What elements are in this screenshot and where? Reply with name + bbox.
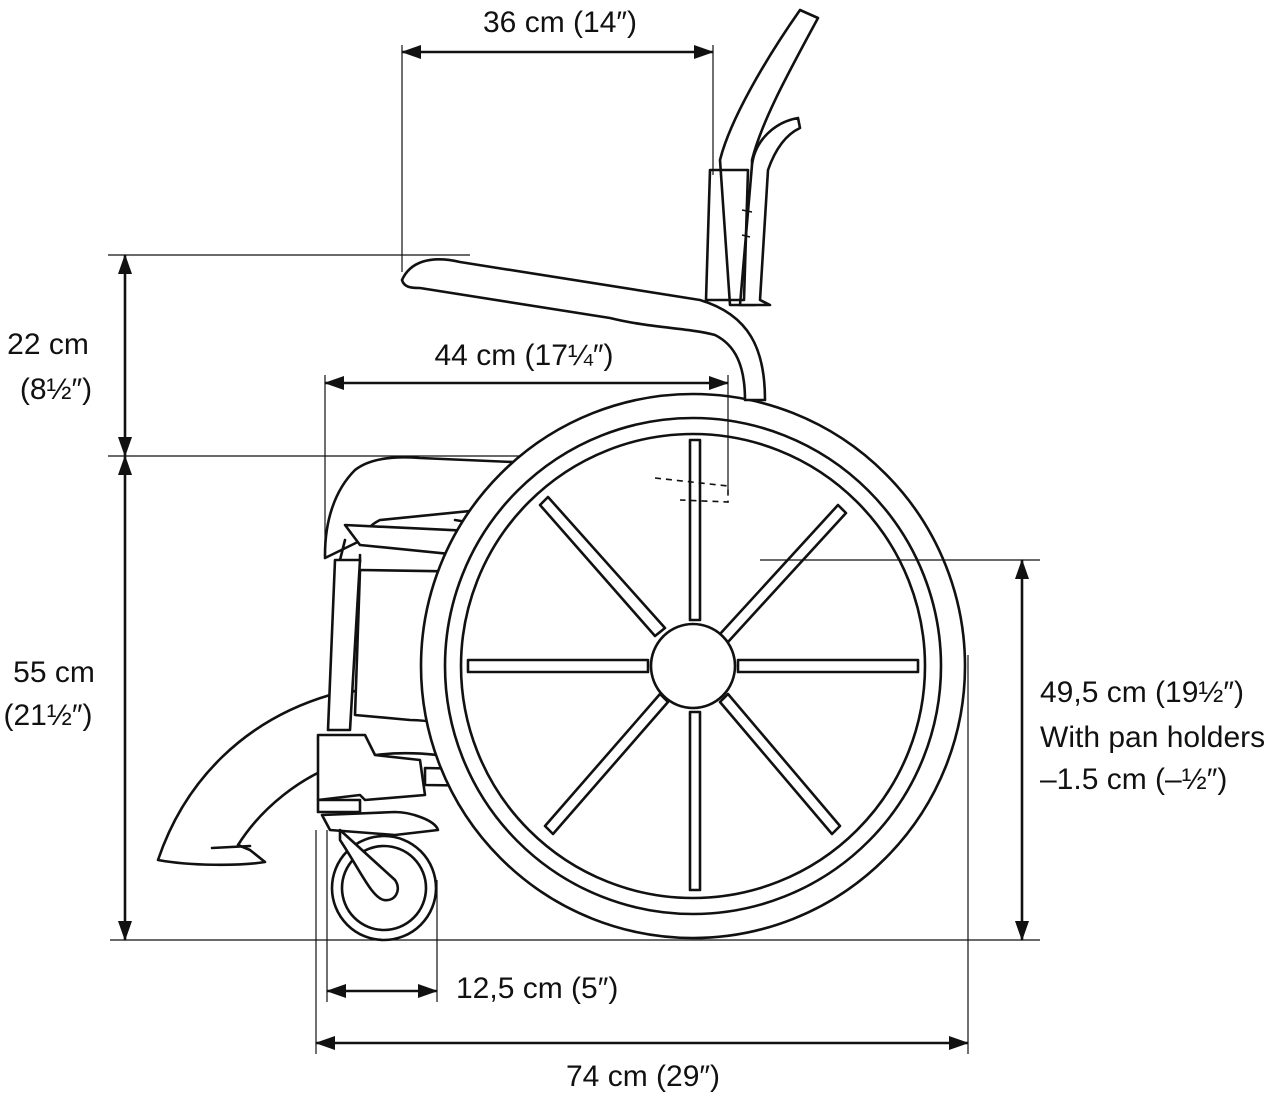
armrest [400,258,767,402]
castor-diameter-label: 12,5 cm (5″) [456,972,618,1005]
armrest-height-cm-label: 22 cm [7,328,89,361]
backrest-depth-label: 36 cm (14″) [483,6,637,39]
pan-holders-label: With pan holders [1040,721,1265,754]
dimension-lines [118,45,1029,1050]
pan-height-label: 49,5 cm (19½″) [1040,676,1244,709]
pan-holders-offset-label: –1.5 cm (–½″) [1040,763,1227,796]
wheelchair-illustration [156,8,967,942]
footrest-guard [156,688,472,867]
total-length-label: 74 cm (29″) [566,1060,720,1093]
backrest-upright [718,8,820,307]
extension-lines [108,45,1040,1054]
seat-depth-label: 44 cm (17¼″) [434,339,613,372]
castor-fork [320,810,440,837]
rear-wheel [419,392,967,940]
seat-height-cm-label: 55 cm [13,656,95,689]
castor-housing [316,733,427,802]
front-leg [326,558,362,732]
push-handle [738,116,802,307]
armrest-height-in-label: (8½″) [20,373,92,406]
seat-height-in-label: (21½″) [4,699,93,732]
dimension-labels: 36 cm (14″) 44 cm (17¼″) 22 cm (8½″) 55 … [4,6,1266,1093]
